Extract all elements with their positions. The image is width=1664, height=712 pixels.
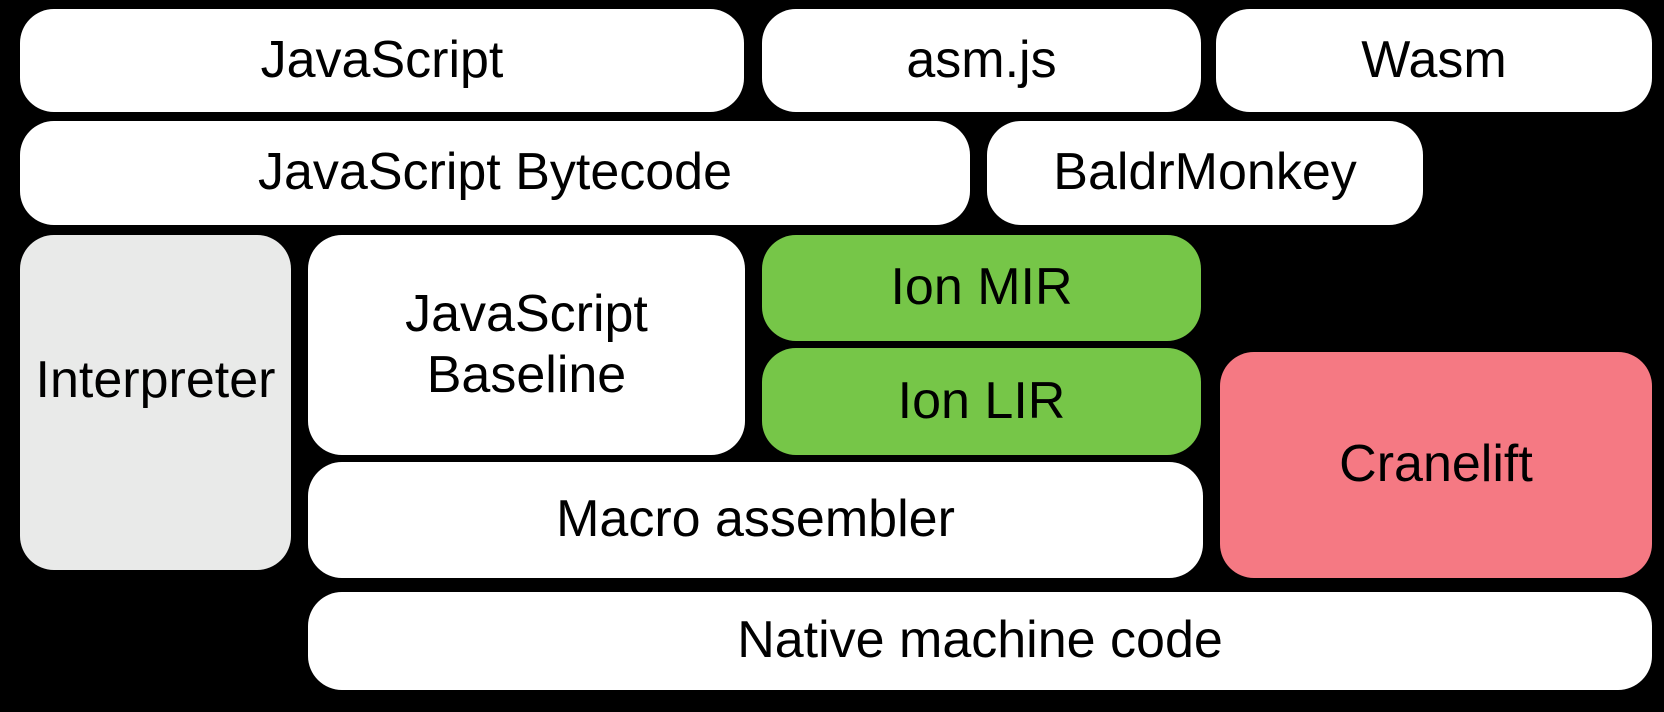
- box-macro-assembler: Macro assembler: [308, 462, 1203, 578]
- box-cranelift: Cranelift: [1220, 352, 1652, 578]
- box-javascript-baseline-label: JavaScript Baseline: [405, 284, 648, 404]
- box-javascript-bytecode-label: JavaScript Bytecode: [257, 143, 733, 202]
- box-javascript-label: JavaScript: [260, 30, 504, 89]
- box-ion-lir-label: Ion LIR: [897, 371, 1066, 430]
- box-javascript-baseline: JavaScript Baseline: [308, 235, 745, 455]
- box-wasm: Wasm: [1216, 9, 1652, 112]
- box-asmjs-label: asm.js: [906, 30, 1057, 89]
- box-ion-lir: Ion LIR: [762, 348, 1201, 455]
- box-javascript-bytecode: JavaScript Bytecode: [20, 121, 970, 225]
- box-baldrmonkey-label: BaldrMonkey: [1053, 143, 1357, 202]
- box-macro-assembler-label: Macro assembler: [556, 490, 955, 549]
- box-cranelift-label: Cranelift: [1339, 435, 1533, 494]
- box-asmjs: asm.js: [762, 9, 1201, 112]
- box-native-machine-code: Native machine code: [308, 592, 1652, 690]
- box-baldrmonkey: BaldrMonkey: [987, 121, 1423, 225]
- box-ion-mir: Ion MIR: [762, 235, 1201, 341]
- box-wasm-label: Wasm: [1361, 30, 1507, 89]
- box-ion-mir-label: Ion MIR: [890, 258, 1073, 317]
- box-javascript: JavaScript: [20, 9, 744, 112]
- box-interpreter: Interpreter: [20, 235, 291, 570]
- box-native-machine-code-label: Native machine code: [737, 611, 1223, 670]
- box-interpreter-label: Interpreter: [35, 350, 276, 409]
